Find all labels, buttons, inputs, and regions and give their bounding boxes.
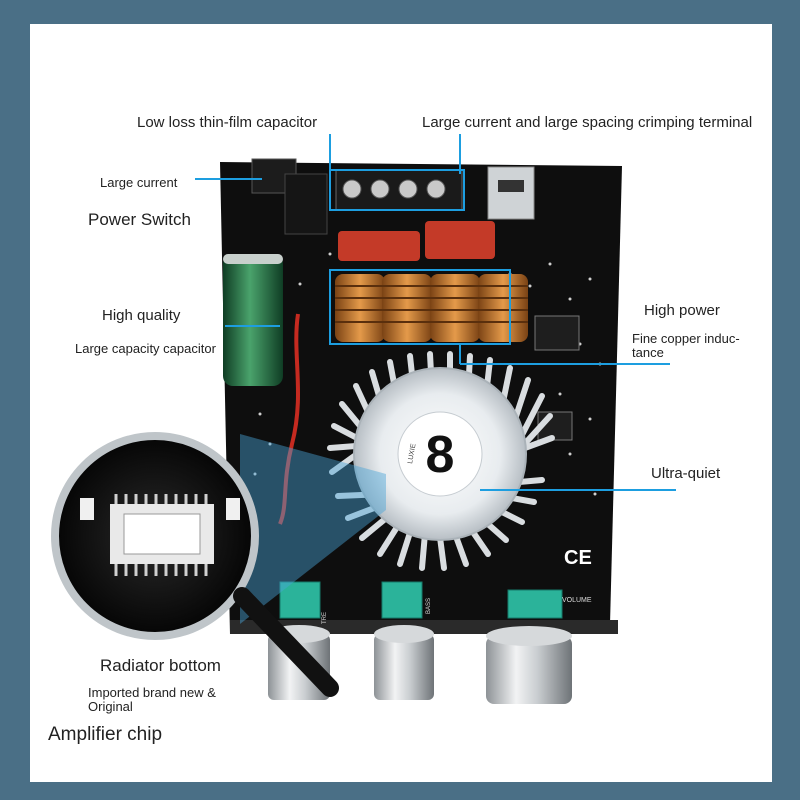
label-large-capacity: Large capacity capacitor: [75, 342, 216, 356]
magnifier-beam: [240, 434, 386, 624]
inductor-coils: [335, 274, 528, 342]
terminal-screws: [342, 179, 446, 199]
film-capacitor-right: [425, 221, 495, 259]
ce-mark: CE: [564, 547, 592, 569]
trimmer-bass: [381, 581, 423, 619]
power-switch-body: [284, 173, 328, 235]
annotation-lines: [195, 134, 676, 491]
knob-label-volume: VOLUME: [562, 597, 592, 604]
label-amplifier-chip: Amplifier chip: [48, 724, 163, 745]
trimmer-volume: [507, 589, 563, 619]
label-imported-original: Imported brand new & Original: [88, 685, 216, 715]
fan-logo: 8: [426, 426, 455, 484]
label-large-current: Large current: [100, 175, 178, 190]
label-radiator-bottom: Radiator bottom: [100, 656, 221, 675]
capacitor-top: [223, 254, 283, 264]
label-high-power: High power: [644, 302, 720, 319]
magnifier-handle: [233, 587, 339, 697]
magnified-chip: [80, 494, 240, 576]
fan-brand: LUXIE: [407, 443, 417, 464]
knob-label-bass: BASS: [426, 598, 432, 614]
usb-port: [487, 166, 535, 220]
fan-hub: [397, 411, 483, 497]
electrolytic-capacitor: [223, 254, 283, 386]
label-power-switch: Power Switch: [88, 210, 191, 229]
amplifier-board-illustration: 8 LUXIE CE TRE BASS VOLUME: [51, 134, 676, 704]
label-fine-copper-inductance: Fine copper induc- tance: [632, 331, 740, 361]
label-ultra-quiet: Ultra-quiet: [651, 465, 721, 482]
red-wire: [278, 313, 300, 525]
ic-chip-right: [534, 315, 580, 351]
trimmer-treble: [279, 581, 321, 619]
usb-slot: [498, 180, 524, 192]
film-capacitor-left: [338, 231, 420, 261]
label-thin-film-capacitor: Low loss thin-film capacitor: [137, 114, 318, 131]
knob-label-treble: TRE: [322, 612, 328, 624]
label-high-quality: High quality: [102, 307, 181, 324]
product-image-panel: 8 LUXIE CE TRE BASS VOLUME: [30, 24, 772, 782]
label-crimping-terminal: Large current and large spacing crimping…: [422, 114, 753, 131]
